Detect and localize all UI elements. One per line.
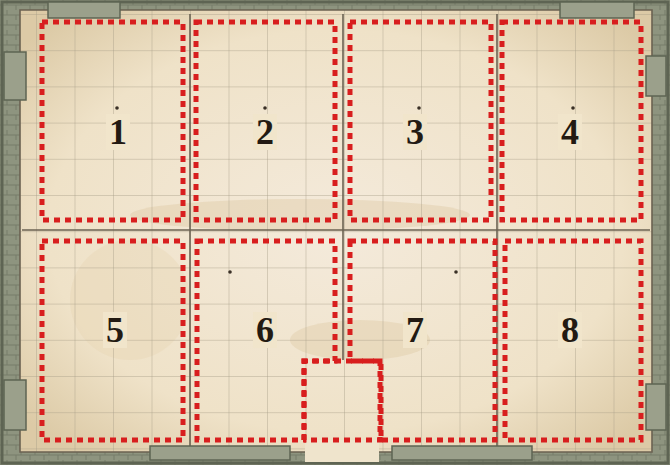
floor-grid (20, 10, 652, 452)
map-region: 6 (197, 241, 335, 440)
dotted-border (502, 22, 641, 220)
region-number: 7 (403, 312, 427, 348)
dotted-border (505, 241, 641, 440)
wall-blocks (4, 2, 666, 460)
entrance-square (304, 361, 380, 440)
dotted-border (196, 22, 335, 220)
region-number: 6 (253, 312, 277, 348)
region-number: 1 (106, 114, 130, 150)
region-number: 2 (253, 114, 277, 150)
room-walls (20, 10, 652, 452)
map-region: 4 (502, 22, 641, 220)
region-number: 5 (103, 312, 127, 348)
map-region: 2 (196, 22, 335, 220)
dotted-border (197, 241, 335, 440)
region-number: 8 (558, 312, 582, 348)
map-region: 5 (42, 241, 183, 440)
region-number: 4 (558, 114, 582, 150)
dotted-border (42, 22, 183, 220)
map-region: 3 (350, 22, 491, 220)
map-region: 1 (42, 22, 183, 220)
map-region: 8 (505, 241, 641, 440)
map-region: 7 (350, 241, 495, 440)
parchment-floor (20, 10, 652, 452)
dotted-border (350, 241, 495, 440)
doorway (305, 440, 379, 462)
dotted-border (350, 22, 491, 220)
region-number: 3 (403, 114, 427, 150)
dotted-border (42, 241, 183, 440)
